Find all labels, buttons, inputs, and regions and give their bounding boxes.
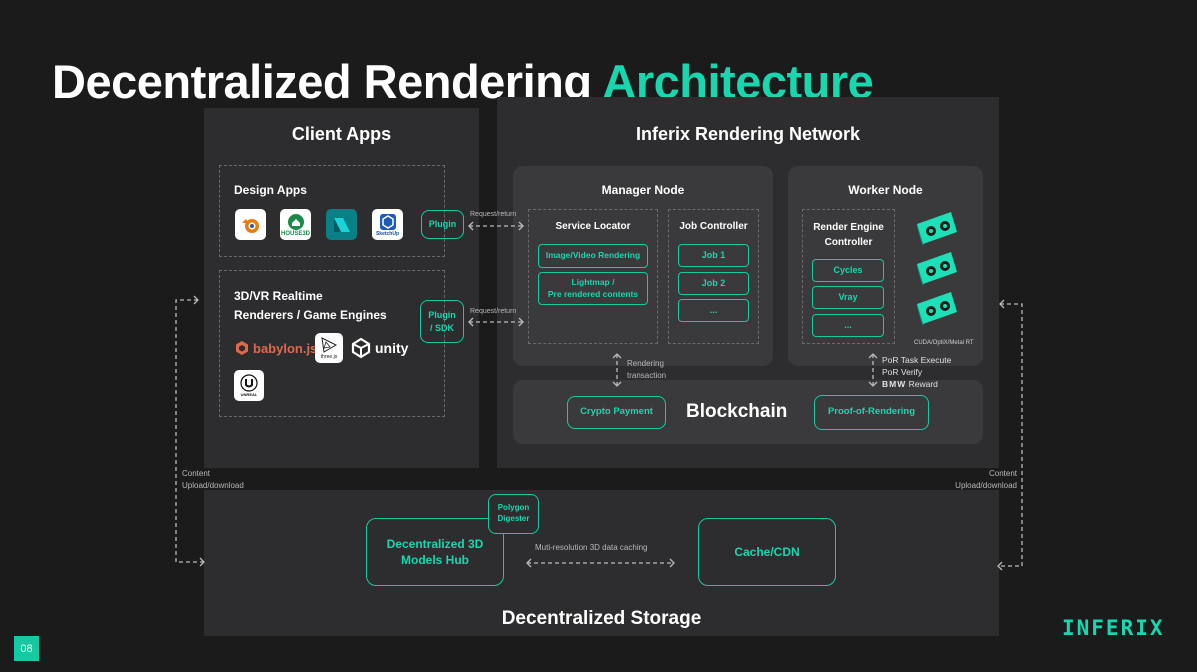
unity-text: unity — [375, 340, 409, 356]
plugin-button[interactable]: Plugin — [421, 210, 464, 239]
lightmap-item[interactable]: Lightmap / Pre rendered contents — [538, 272, 648, 305]
request-return-label: Request/return — [470, 211, 517, 218]
plugin-sdk-button[interactable]: Plugin / SDK — [420, 300, 464, 343]
unity-logo: unity — [350, 337, 408, 359]
page-number-badge: 08 — [14, 636, 39, 661]
plugin-sdk-line2: / SDK — [429, 322, 454, 333]
design-apps-label: Design Apps — [234, 183, 307, 197]
content-right-line1: Content — [988, 469, 1017, 478]
gpu-icon — [915, 250, 959, 293]
render-engine-controller-box — [802, 209, 895, 344]
inferix-logo: INFERIX — [1062, 616, 1165, 640]
job-item[interactable]: ... — [678, 299, 749, 322]
content-label-left: Content Upload/download — [182, 468, 244, 492]
realtime-line1: 3D/VR Realtime — [234, 289, 323, 303]
polygon-digester-box[interactable]: Polygon Digester — [488, 494, 539, 534]
manager-node-title: Manager Node — [601, 183, 685, 197]
worker-node-title: Worker Node — [848, 183, 923, 197]
reward-brand: BMW — [882, 379, 907, 389]
render-engine-line2: Controller — [824, 237, 873, 248]
logo-text: INFERIX — [1062, 616, 1165, 640]
threejs-icon: three.js — [315, 333, 343, 363]
content-left-line2: Upload/download — [182, 481, 244, 490]
3dsmax-icon — [326, 209, 357, 240]
engine-item[interactable]: ... — [812, 314, 884, 337]
models-hub-line1: Decentralized 3D — [386, 536, 484, 551]
digester-line2: Digester — [497, 514, 530, 523]
por-verify: PoR Verify — [882, 367, 923, 377]
caching-label: Muti-resolution 3D data caching — [535, 543, 648, 552]
realtime-renderers-box — [219, 270, 445, 417]
gpu-icon — [915, 290, 959, 333]
storage-panel — [204, 490, 999, 636]
blockchain-title: Blockchain — [686, 401, 788, 422]
engine-item[interactable]: Vray — [812, 286, 884, 309]
reward-line: BMW Reward — [882, 378, 951, 390]
house3d-icon: HOUSE3D — [280, 209, 311, 240]
job-controller-title: Job Controller — [679, 221, 748, 232]
service-locator-box — [528, 209, 658, 344]
crypto-payment-button[interactable]: Crypto Payment — [567, 396, 666, 429]
lightmap-line1: Lightmap / — [571, 277, 615, 288]
content-right-line2: Upload/download — [955, 481, 1017, 490]
render-engine-line1: Render Engine — [813, 222, 884, 233]
rendering-tx-line1: Rendering — [627, 359, 664, 368]
threejs-text: three.js — [320, 354, 338, 360]
babylon-text: babylon.js — [253, 340, 318, 356]
cache-cdn-box[interactable]: Cache/CDN — [698, 518, 836, 586]
design-apps-box — [219, 165, 445, 257]
content-label-right: Content Upload/download — [945, 468, 1017, 492]
content-left-line1: Content — [182, 469, 211, 478]
client-apps-panel — [204, 108, 479, 468]
rendering-transaction-label: Rendering transaction — [627, 358, 666, 382]
client-apps-title: Client Apps — [291, 124, 392, 144]
engine-item[interactable]: Cycles — [812, 259, 884, 282]
reward-label: Reward — [908, 379, 938, 389]
unreal-icon: UNREAL — [234, 370, 264, 401]
por-execute: PoR Task Execute — [882, 355, 952, 365]
models-hub-line2: Models Hub — [401, 553, 469, 567]
blockchain-box — [513, 380, 983, 444]
page-number: 08 — [20, 642, 33, 655]
storage-title: Decentralized Storage — [501, 608, 702, 629]
proof-of-rendering-button[interactable]: Proof-of-Rendering — [814, 395, 929, 430]
blender-icon — [235, 209, 266, 240]
job-item[interactable]: Job 1 — [678, 244, 749, 267]
service-locator-title: Service Locator — [555, 221, 631, 232]
lightmap-line2: Pre rendered contents — [547, 288, 639, 299]
job-item[interactable]: Job 2 — [678, 272, 749, 295]
render-engine-controller-title: Render Engine Controller — [802, 220, 895, 250]
realtime-line2: Renderers / Game Engines — [234, 308, 387, 322]
realtime-label: 3D/VR Realtime Renderers / Game Engines — [234, 287, 387, 325]
digester-line1: Polygon — [497, 503, 530, 513]
unreal-text: UNREAL — [240, 392, 258, 397]
babylon-logo: babylon.js — [234, 340, 317, 356]
gpu-label: CUDA/OptiX/Metal RT — [914, 340, 974, 346]
request-return-label: Request/return — [470, 308, 517, 315]
models-hub-box[interactable]: Decentralized 3D Models Hub — [366, 518, 504, 586]
por-labels: PoR Task Execute PoR Verify BMW Reward — [882, 354, 951, 390]
plugin-sdk-line1: Plugin — [428, 310, 456, 321]
sketchup-icon: SketchUp — [372, 209, 403, 240]
rendering-tx-line2: transaction — [627, 371, 667, 380]
gpu-icon — [915, 210, 959, 253]
network-title: Inferix Rendering Network — [635, 124, 861, 144]
image-video-rendering-item[interactable]: Image/Video Rendering — [538, 244, 648, 268]
page-title: Decentralized Rendering Architecture — [52, 54, 874, 109]
job-controller-box — [668, 209, 759, 344]
